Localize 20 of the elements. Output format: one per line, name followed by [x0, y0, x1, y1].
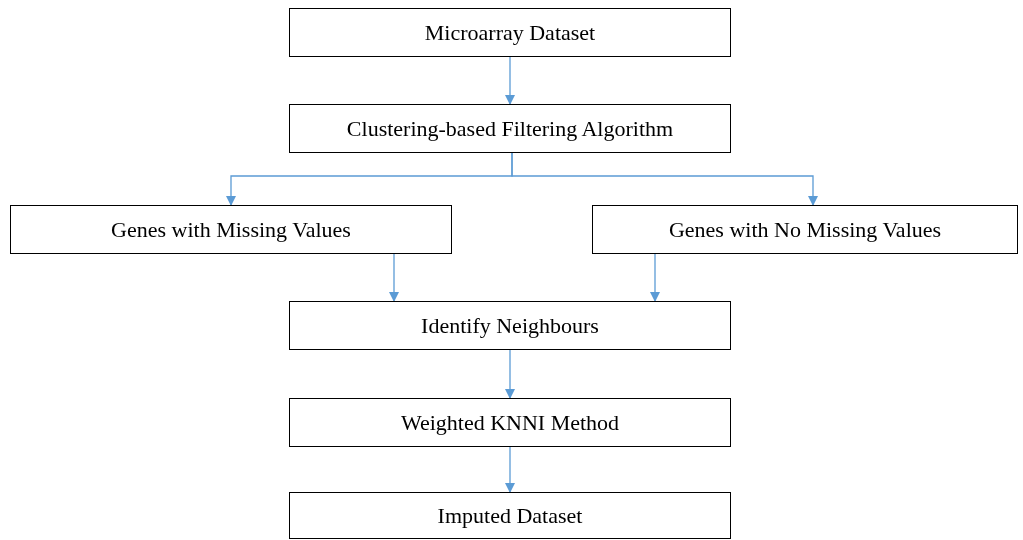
box-label: Genes with No Missing Values	[668, 216, 942, 243]
arrow	[389, 253, 399, 302]
box-label: Weighted KNNI Method	[400, 409, 620, 436]
box-label: Genes with Missing Values	[111, 216, 351, 243]
process-box	[289, 492, 731, 539]
arrow	[505, 349, 515, 399]
box-label: Microarray Dataset	[424, 19, 596, 46]
process-box	[289, 104, 731, 153]
arrow	[505, 56, 515, 105]
process-box	[289, 301, 731, 350]
arrow	[505, 446, 515, 493]
arrow	[650, 253, 660, 302]
process-box	[592, 205, 1018, 254]
arrow	[511, 152, 818, 206]
process-box	[10, 205, 452, 254]
box-label: Clustering-based Filtering Algorithm	[346, 115, 674, 142]
box-label: Identify Neighbours	[421, 312, 599, 339]
process-box	[289, 398, 731, 447]
process-box	[289, 8, 731, 57]
box-label: Imputed Dataset	[437, 502, 583, 529]
